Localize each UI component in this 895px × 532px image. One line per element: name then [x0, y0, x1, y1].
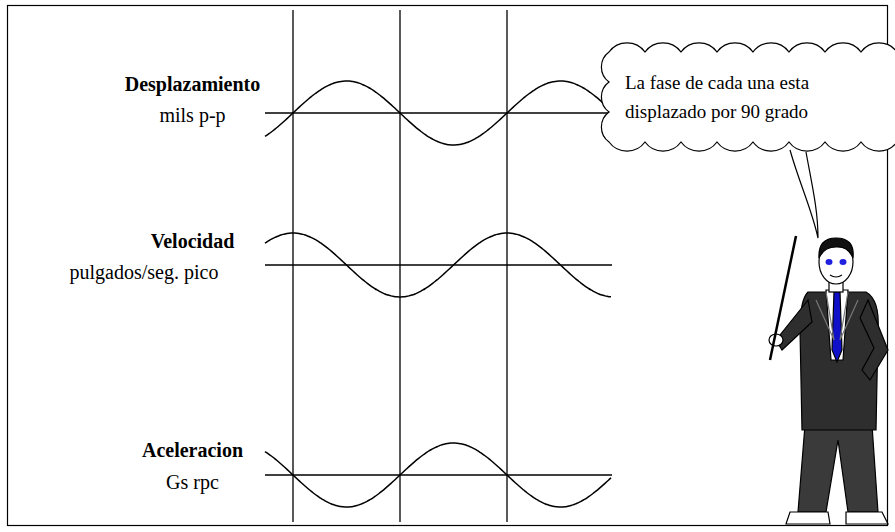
unit-label: pulgados/seg. pico [4, 260, 284, 284]
unit-label: Gs rpc [95, 470, 290, 494]
cloud-outline [603, 46, 895, 148]
quantity-name: Desplazamiento [95, 72, 290, 96]
quantity-name: Velocidad [95, 229, 290, 253]
sine-waves [265, 81, 611, 507]
displacement-wave [265, 81, 611, 145]
bubble-text: La fase de cada una esta displazado por … [625, 68, 847, 126]
unit-label: mils p-p [95, 103, 290, 127]
acceleration-wave [265, 443, 611, 507]
cloud-path [601, 43, 895, 151]
velocity-wave [265, 233, 611, 297]
wave-axes [265, 113, 612, 475]
teacher-figure [769, 236, 888, 524]
quantity-name: Aceleracion [95, 438, 290, 462]
speech-bubble: La fase de cada una esta displazado por … [603, 46, 895, 148]
bubble-tail [790, 150, 818, 238]
